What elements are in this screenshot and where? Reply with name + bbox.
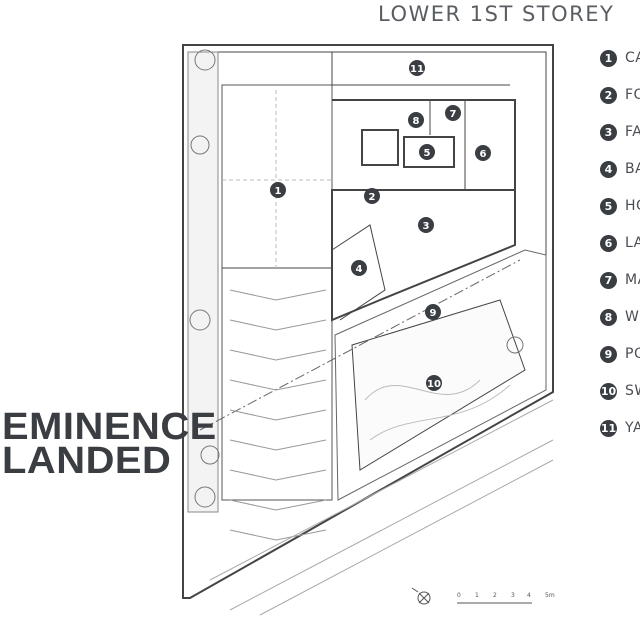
- svg-text:10: 10: [427, 379, 441, 390]
- marker-7: 7: [445, 105, 461, 121]
- pool-deck: [334, 249, 547, 501]
- marker-9: 9: [425, 304, 441, 320]
- marker-6: 6: [475, 145, 491, 161]
- brand-line-2: LANDED: [2, 440, 172, 482]
- legend-item: 1CA: [600, 48, 640, 68]
- planter-strip: [187, 51, 219, 513]
- marker-2: 2: [364, 188, 380, 204]
- room-markers: 1 2 3 4 5 6 7 8 9 10 11: [270, 60, 491, 391]
- svg-text:3: 3: [511, 592, 515, 599]
- svg-text:1: 1: [275, 186, 282, 197]
- scale-bar: 0 1 2 3 4 5m: [457, 592, 555, 604]
- marker-5: 5: [419, 144, 435, 160]
- svg-text:4: 4: [527, 592, 531, 599]
- svg-text:5m: 5m: [545, 592, 555, 599]
- page-title: LOWER 1ST STOREY: [378, 2, 615, 26]
- brand-logo: EMINENCE LANDED: [2, 408, 216, 480]
- svg-text:9: 9: [430, 308, 437, 319]
- marker-10: 10: [426, 375, 442, 391]
- legend-item: 5HO: [600, 196, 640, 216]
- brand-line-1: EMINENCE: [2, 406, 217, 448]
- svg-text:3: 3: [423, 221, 430, 232]
- svg-text:2: 2: [493, 592, 497, 599]
- svg-text:7: 7: [450, 109, 457, 120]
- north-arrow-icon: [411, 587, 431, 605]
- legend-item: 7MA: [600, 270, 640, 290]
- svg-text:8: 8: [413, 116, 420, 127]
- marker-8: 8: [408, 112, 424, 128]
- svg-text:11: 11: [410, 64, 424, 75]
- legend-item: 4BA: [600, 159, 640, 179]
- legend-item: 10SW: [600, 382, 640, 400]
- svg-text:0: 0: [457, 592, 461, 599]
- svg-text:6: 6: [480, 149, 487, 160]
- marker-11: 11: [409, 60, 425, 76]
- marker-3: 3: [418, 217, 434, 233]
- marker-4: 4: [351, 260, 367, 276]
- svg-text:5: 5: [424, 148, 431, 159]
- svg-text:1: 1: [475, 592, 479, 599]
- svg-text:4: 4: [356, 264, 363, 275]
- svg-text:2: 2: [369, 192, 376, 203]
- marker-1: 1: [270, 182, 286, 198]
